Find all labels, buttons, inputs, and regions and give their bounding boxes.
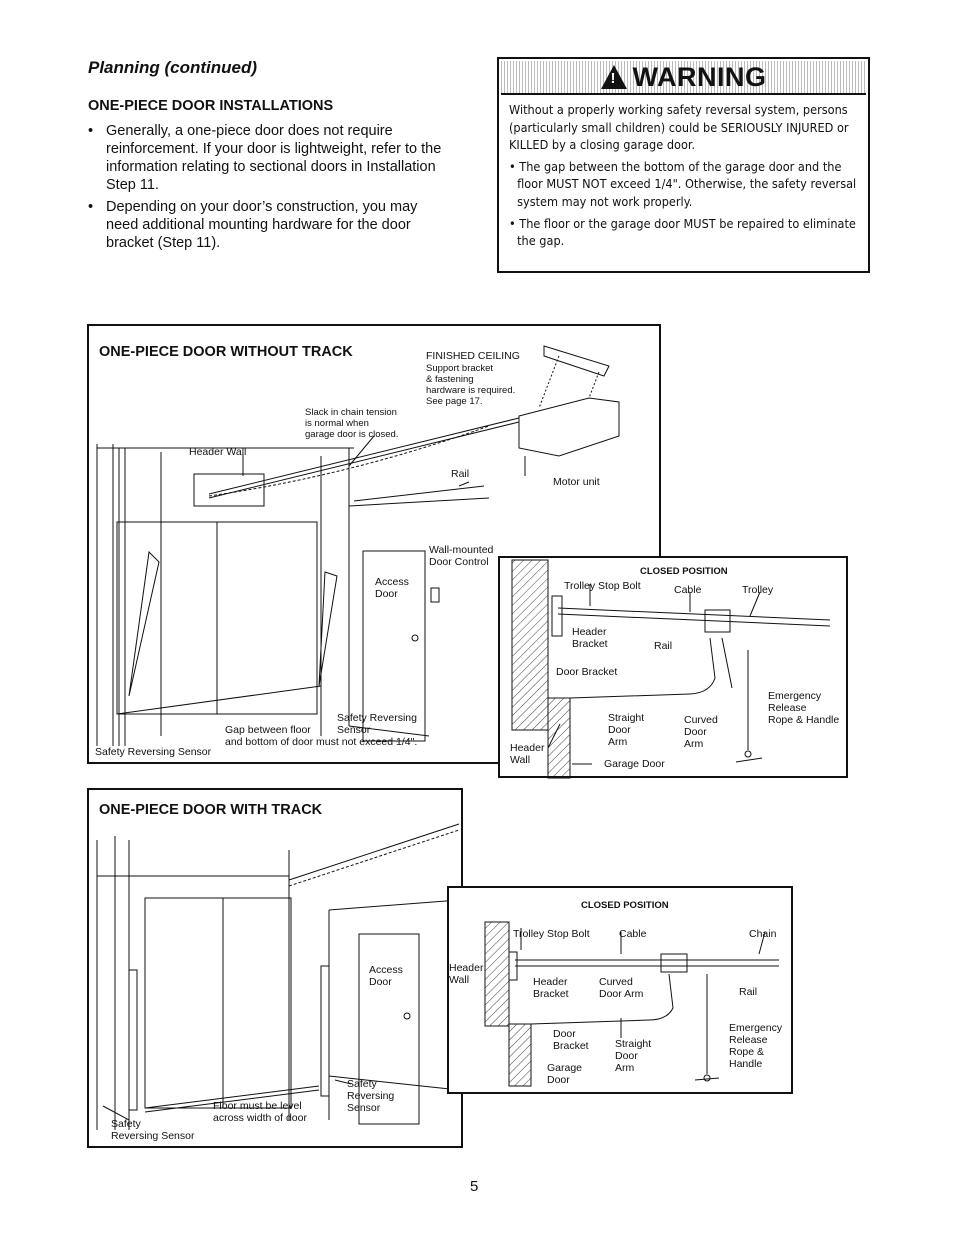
diagram-title: ONE-PIECE DOOR WITHOUT TRACK — [99, 344, 353, 360]
label-door-bracket: Door Bracket — [556, 666, 618, 678]
bullet-item: • Generally, a one-piece door does not r… — [88, 122, 448, 194]
page-title: Planning (continued) — [88, 58, 258, 77]
warning-banner: !WARNING — [501, 61, 866, 95]
label-chain: Chain — [749, 928, 777, 940]
label-garage-door: Garage Door — [604, 758, 665, 770]
label-slack-note: Slack in chain tension is normal when ga… — [305, 407, 399, 440]
warning-triangle-icon: ! — [600, 65, 627, 89]
label-gap-note: Gap between floor and bottom of door mus… — [225, 724, 418, 748]
warning-bullet: • The floor or the garage door MUST be r… — [509, 215, 856, 249]
label-rail: Rail — [451, 468, 470, 480]
warning-intro: Without a properly working safety revers… — [509, 102, 849, 153]
page-number: 5 — [470, 1178, 479, 1195]
closed-position-illustration — [511, 559, 831, 779]
diagram-door-without-track: ONE-PIECE DOOR WITHOUT TRACK FINISHED CE… — [87, 324, 661, 764]
label-rail: Rail — [739, 986, 758, 998]
label-straight-arm: Straight Door Arm — [608, 712, 645, 748]
diagram-title: ONE-PIECE DOOR WITH TRACK — [99, 802, 323, 818]
label-garage-door: Garage Door — [547, 1062, 583, 1086]
label-floor-note: Floor must be level across width of door — [213, 1100, 307, 1124]
warning-bullet-text: The floor or the garage door MUST be rep… — [517, 215, 856, 249]
label-motor-unit: Motor unit — [553, 476, 600, 488]
label-cable: Cable — [674, 584, 702, 596]
warning-bullet-text: The gap between the bottom of the garage… — [517, 158, 857, 209]
bullet-text: Generally, a one-piece door does not req… — [106, 123, 442, 193]
label-door-bracket: Door Bracket — [553, 1028, 589, 1052]
label-finished-ceiling: FINISHED CEILING — [426, 350, 520, 362]
bullet-item: • Depending on your door’s construction,… — [88, 198, 448, 252]
label-safety-sensor-right: Safety Reversing Sensor — [347, 1078, 395, 1114]
garage-illustration — [96, 823, 460, 1130]
warning-heading: !WARNING — [501, 62, 866, 93]
warning-heading-text: WARNING — [632, 62, 767, 92]
label-emergency-release: Emergency Release Rope & Handle — [729, 1022, 783, 1070]
label-emergency-release: Emergency Release Rope & Handle — [768, 690, 840, 726]
label-header-bracket: Header Bracket — [572, 626, 608, 650]
label-header-wall: Header Wall — [189, 446, 247, 458]
diagram-door-with-track: ONE-PIECE DOOR WITH TRACK Access Door Sa… — [87, 788, 463, 1148]
label-access-door: Access Door — [369, 964, 403, 988]
label-access-door: Access Door — [375, 576, 409, 600]
label-support-note: Support bracket & fastening hardware is … — [426, 363, 516, 407]
label-trolley: Trolley — [742, 584, 774, 596]
closed-position-title: CLOSED POSITION — [581, 900, 669, 911]
bullet-icon: • — [88, 123, 94, 139]
diagram-closed-position-1: CLOSED POSITION Trolley Stop Bolt Cable … — [498, 556, 848, 779]
warning-text: Without a properly working safety revers… — [509, 101, 860, 250]
label-wall-control: Wall-mounted Door Control — [429, 544, 494, 568]
diagram-closed-position-2: CLOSED POSITION Trolley Stop Bolt Cable … — [447, 886, 793, 1094]
section-heading: ONE-PIECE DOOR INSTALLATIONS — [88, 98, 334, 114]
warning-bullet: • The gap between the bottom of the gara… — [509, 158, 857, 209]
garage-illustration — [96, 345, 620, 746]
label-header-wall: Header Wall — [510, 742, 545, 766]
closed-position-title: CLOSED POSITION — [640, 566, 728, 577]
warning-box: !WARNING Without a properly working safe… — [497, 57, 870, 273]
label-rail: Rail — [654, 640, 673, 652]
label-safety-sensor-left: Safety Reversing Sensor — [111, 1118, 195, 1142]
label-trolley-stop-bolt: Trolley Stop Bolt — [513, 928, 590, 940]
label-trolley-stop-bolt: Trolley Stop Bolt — [564, 580, 641, 592]
bullet-text: Depending on your door’s construction, y… — [106, 199, 418, 251]
bullet-icon: • — [88, 199, 94, 215]
label-header-bracket: Header Bracket — [533, 976, 569, 1000]
closed-position-illustration — [484, 921, 779, 1087]
label-cable: Cable — [619, 928, 647, 940]
label-safety-sensor-left: Safety Reversing Sensor — [95, 746, 212, 758]
label-straight-arm: Straight Door Arm — [615, 1038, 652, 1074]
label-safety-sensor-right: Safety Reversing Sensor — [337, 712, 417, 736]
label-header-wall: Header Wall — [449, 962, 484, 986]
label-curved-arm: Curved Door Arm — [684, 714, 718, 750]
label-curved-arm: Curved Door Arm — [599, 976, 644, 1000]
